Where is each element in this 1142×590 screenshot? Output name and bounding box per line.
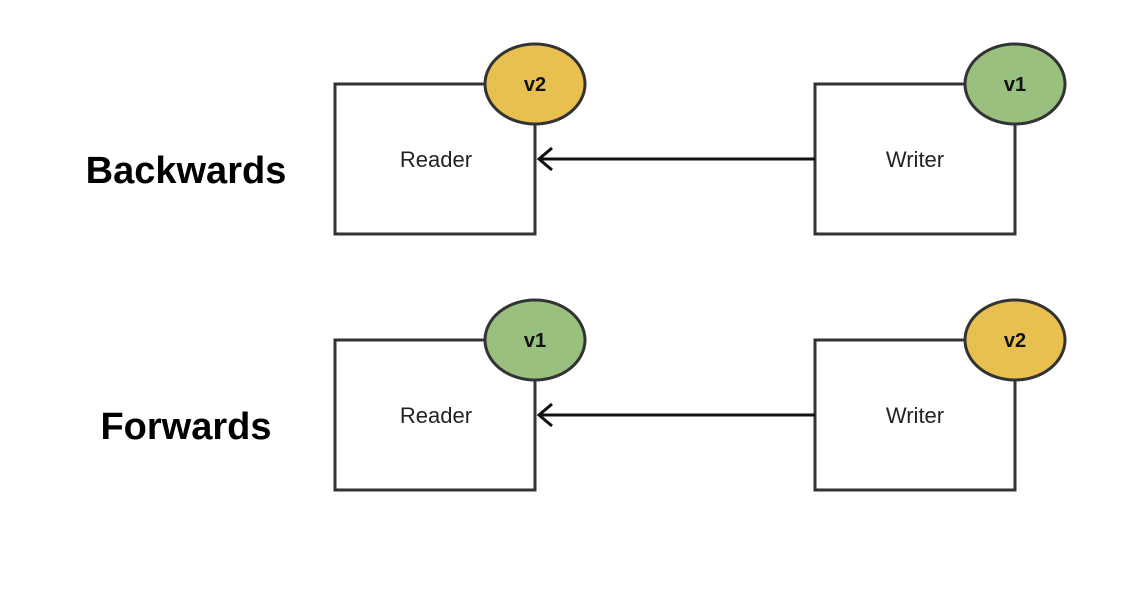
reader-version-label: v2	[524, 74, 546, 96]
reader-node: Reader v1	[333, 298, 587, 492]
arrow-head-icon	[536, 146, 553, 172]
arrow-head-icon	[536, 402, 553, 428]
writer-label: Writer	[886, 147, 944, 172]
writer-version-badge	[963, 298, 1067, 382]
data-flow-arrow	[536, 146, 815, 172]
writer-node: Writer v2	[813, 298, 1067, 492]
row-backwards: Backwards Reader v2 Writer v1	[86, 42, 1067, 236]
reader-label: Reader	[400, 403, 472, 428]
reader-label: Reader	[400, 147, 472, 172]
writer-node: Writer v1	[813, 42, 1067, 236]
reader-version-label: v1	[524, 330, 546, 352]
writer-label: Writer	[886, 403, 944, 428]
writer-version-badge	[963, 42, 1067, 126]
row-label-forwards: Forwards	[100, 406, 271, 448]
reader-version-badge	[483, 298, 587, 382]
row-forwards: Forwards Reader v1 Writer v2	[100, 298, 1067, 492]
reader-version-badge	[483, 42, 587, 126]
data-flow-arrow	[536, 402, 815, 428]
writer-version-label: v2	[1004, 330, 1026, 352]
reader-node: Reader v2	[333, 42, 587, 236]
row-label-backwards: Backwards	[86, 150, 287, 192]
writer-version-label: v1	[1004, 74, 1026, 96]
